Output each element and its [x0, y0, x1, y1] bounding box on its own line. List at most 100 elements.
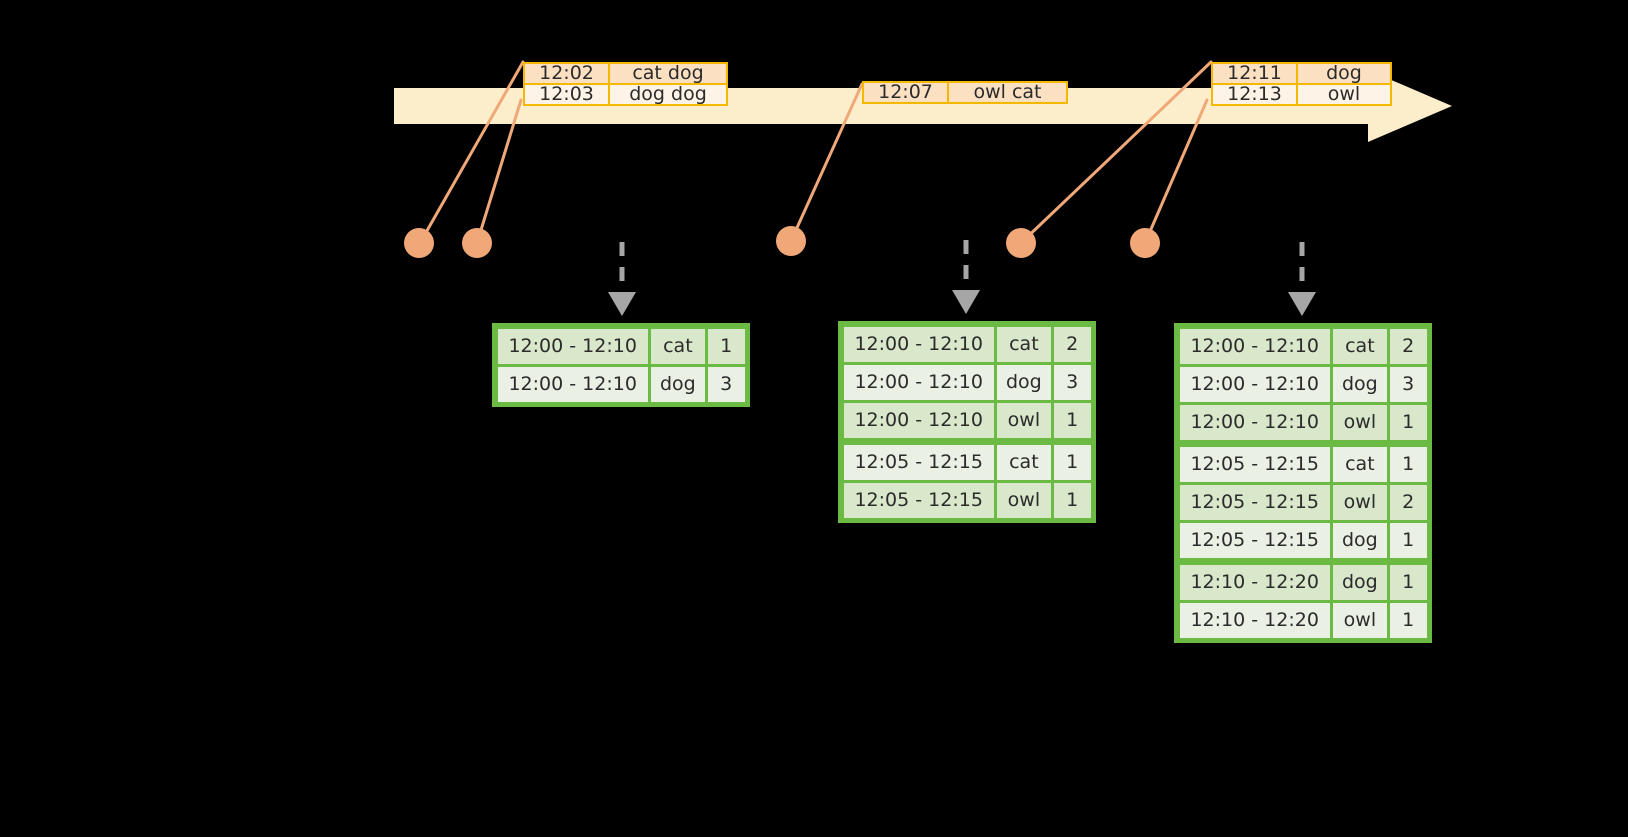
count-cell: 1: [1053, 402, 1091, 438]
event-words: dog: [1296, 64, 1390, 83]
count-cell: 1: [1053, 482, 1091, 518]
emit-arrowheads: [608, 290, 1316, 316]
word-cell: owl: [1332, 404, 1387, 440]
event-box-1: 12:02 cat dog 12:03 dog dog: [523, 62, 728, 106]
word-cell: cat: [996, 326, 1051, 362]
event-time: 12:03: [525, 85, 608, 104]
window-cell: 12:00 - 12:10: [1179, 328, 1330, 364]
window-cell: 12:10 - 12:20: [1179, 602, 1330, 638]
window-group-separator: [1178, 559, 1428, 563]
connector-lines: [418, 60, 1213, 245]
count-cell: 1: [1389, 564, 1427, 600]
window-cell: 12:05 - 12:15: [843, 482, 994, 518]
count-cell: 1: [707, 328, 745, 364]
event-time: 12:13: [1213, 85, 1296, 104]
window-cell: 12:00 - 12:10: [843, 402, 994, 438]
event-dot-1207: [776, 226, 806, 256]
count-cell: 1: [1053, 444, 1091, 480]
connector-1213: [1143, 98, 1209, 245]
emit-arrowhead-3: [1288, 292, 1316, 316]
word-cell: owl: [1332, 602, 1387, 638]
count-cell: 1: [1389, 522, 1427, 558]
word-cell: owl: [996, 482, 1051, 518]
window-cell: 12:00 - 12:10: [1179, 366, 1330, 402]
count-cell: 3: [1389, 366, 1427, 402]
word-cell: cat: [1332, 328, 1387, 364]
emit-arrows: [619, 240, 1305, 296]
window-cell: 12:00 - 12:10: [843, 364, 994, 400]
count-cell: 2: [1389, 484, 1427, 520]
connector-1211: [1019, 60, 1213, 245]
event-row: 12:03 dog dog: [525, 83, 726, 104]
event-dot-1213: [1130, 228, 1160, 258]
window-group-separator: [842, 439, 1092, 443]
event-row: 12:13 owl: [1213, 83, 1390, 104]
word-cell: cat: [650, 328, 705, 364]
event-dot-1203: [462, 228, 492, 258]
event-words: dog dog: [608, 85, 726, 104]
window-group-separator: [1178, 441, 1428, 445]
emit-arrowhead-1: [608, 292, 636, 316]
word-cell: dog: [996, 364, 1051, 400]
event-dot-1211: [1006, 228, 1036, 258]
window-cell: 12:00 - 12:10: [843, 326, 994, 362]
word-cell: owl: [996, 402, 1051, 438]
count-cell: 3: [1053, 364, 1091, 400]
word-cell: owl: [1332, 484, 1387, 520]
word-cell: dog: [650, 366, 705, 402]
event-time: 12:11: [1213, 64, 1296, 83]
window-cell: 12:05 - 12:15: [1179, 522, 1330, 558]
count-cell: 1: [1389, 602, 1427, 638]
connector-1207: [789, 82, 864, 243]
window-cell: 12:10 - 12:20: [1179, 564, 1330, 600]
count-cell: 2: [1053, 326, 1091, 362]
word-cell: dog: [1332, 564, 1387, 600]
connector-1203: [475, 98, 523, 245]
event-words: owl cat: [947, 83, 1066, 102]
count-cell: 3: [707, 366, 745, 402]
emit-arrowhead-2: [952, 290, 980, 314]
count-cell: 2: [1389, 328, 1427, 364]
event-words: cat dog: [608, 64, 726, 83]
window-cell: 12:05 - 12:15: [1179, 484, 1330, 520]
event-row: 12:02 cat dog: [525, 64, 726, 83]
event-time: 12:02: [525, 64, 608, 83]
event-box-2: 12:07 owl cat: [862, 81, 1068, 104]
event-box-3: 12:11 dog 12:13 owl: [1211, 62, 1392, 106]
word-cell: cat: [996, 444, 1051, 480]
window-cell: 12:00 - 12:10: [497, 328, 648, 364]
connector-1202: [418, 60, 525, 245]
window-cell: 12:05 - 12:15: [1179, 446, 1330, 482]
word-cell: dog: [1332, 522, 1387, 558]
event-dots: [404, 226, 1160, 258]
count-cell: 1: [1389, 404, 1427, 440]
event-words: owl: [1296, 85, 1390, 104]
event-dot-1202: [404, 228, 434, 258]
window-cell: 12:00 - 12:10: [1179, 404, 1330, 440]
event-time: 12:07: [864, 83, 947, 102]
window-cell: 12:00 - 12:10: [497, 366, 648, 402]
word-cell: dog: [1332, 366, 1387, 402]
count-cell: 1: [1389, 446, 1427, 482]
window-cell: 12:05 - 12:15: [843, 444, 994, 480]
word-cell: cat: [1332, 446, 1387, 482]
